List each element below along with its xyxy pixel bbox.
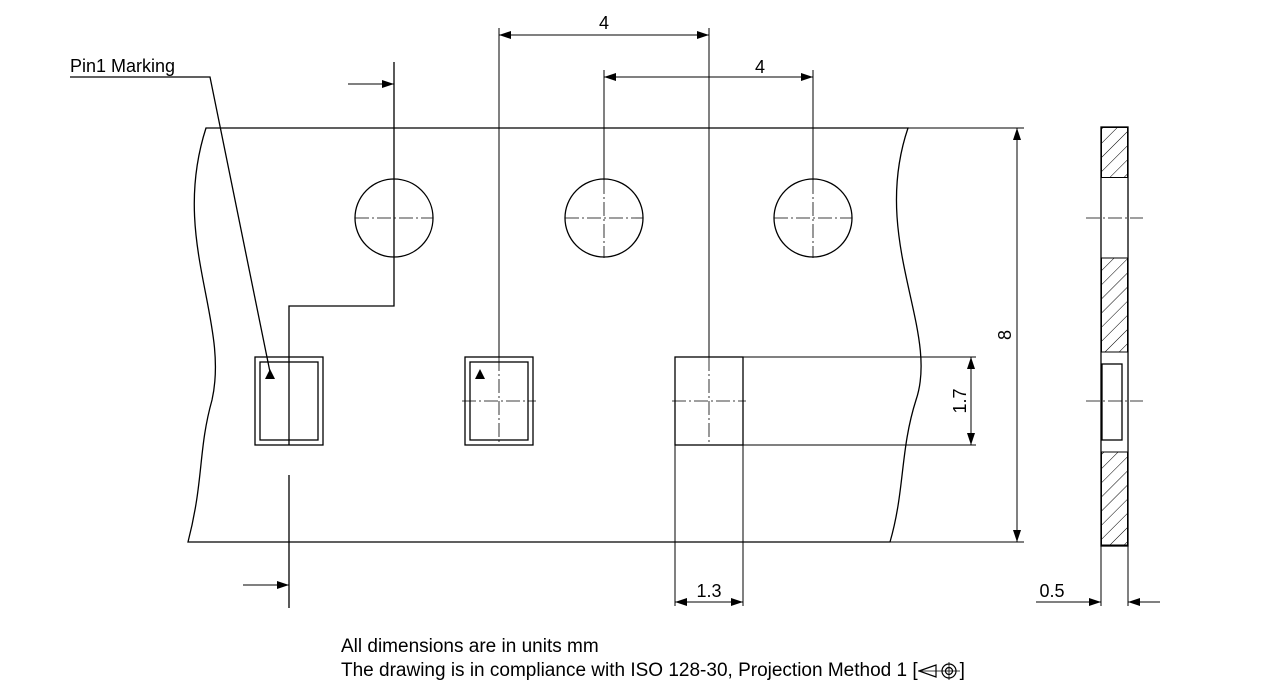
- tape-outline: [187, 127, 922, 543]
- label-pin1-marking: Pin1 Marking: [70, 56, 175, 76]
- note-units: All dimensions are in units mm: [341, 636, 599, 657]
- dim-pitch-top-value: 4: [599, 13, 609, 33]
- note-compliance-text: The drawing is in compliance with ISO 12…: [341, 660, 918, 681]
- note-compliance-close: ]: [959, 660, 965, 681]
- note-compliance: The drawing is in compliance with ISO 12…: [341, 660, 965, 682]
- dim-pitch-second-value: 4: [755, 57, 765, 77]
- feed-reference-line: [288, 62, 395, 445]
- first-angle-projection-icon: [917, 661, 960, 680]
- dim-thickness-value: 0.5: [1039, 581, 1064, 601]
- pin1-triangle-1: [265, 369, 275, 379]
- dim-pocket-width-value: 1.3: [696, 581, 721, 601]
- pin1-triangle-2: [475, 369, 485, 379]
- dim-pocket-length-value: 1.7: [950, 388, 970, 413]
- pin1-leader: [70, 76, 271, 373]
- dim-tape-width-value: 8: [995, 330, 1015, 340]
- side-view-cavity: [1101, 363, 1123, 441]
